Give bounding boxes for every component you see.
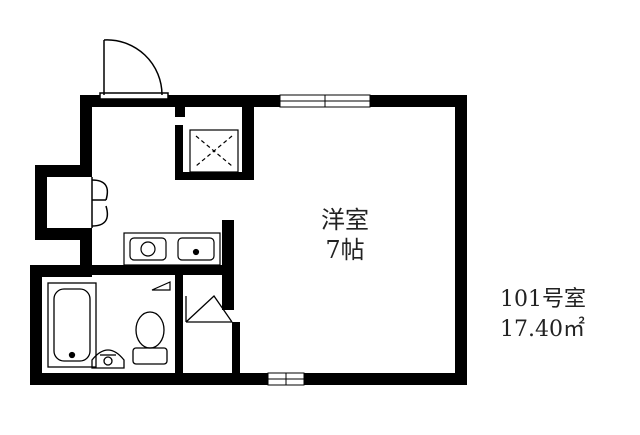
bathtub	[47, 282, 97, 368]
room-name: 洋室	[321, 206, 369, 234]
kitchen-counter	[123, 232, 221, 266]
unit-info: 101号室 17.40㎡	[500, 285, 586, 344]
bathroom-door	[185, 295, 233, 323]
entrance-door	[99, 39, 169, 100]
walls	[30, 95, 467, 385]
storage-box	[189, 129, 239, 173]
corner-shelf	[151, 281, 171, 291]
unit-area: 17.40㎡	[500, 316, 585, 342]
closet-doors	[91, 177, 109, 228]
room-size: 7帖	[325, 236, 365, 264]
unit-number: 101号室	[500, 287, 586, 312]
top-window	[279, 94, 371, 108]
toilet	[132, 311, 168, 365]
western-room-label: 洋室 7帖	[300, 205, 390, 265]
wash-basin	[91, 349, 125, 369]
bottom-window	[267, 372, 305, 386]
